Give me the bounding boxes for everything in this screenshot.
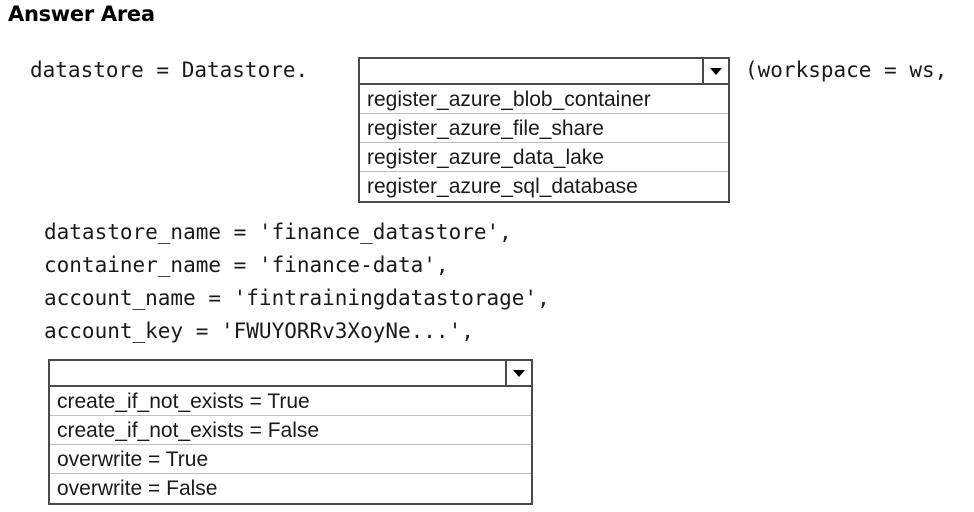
list-item[interactable]: register_azure_data_lake [360, 143, 728, 172]
dropdown-register-method-control[interactable] [358, 57, 730, 85]
dropdown-option-flag-value [50, 361, 505, 385]
page-title: Answer Area [8, 2, 155, 26]
dropdown-option-flag-toggle[interactable] [505, 361, 531, 385]
list-item[interactable]: register_azure_blob_container [360, 85, 728, 114]
code-line-datastore-assignment: datastore = Datastore. [30, 58, 309, 82]
list-item[interactable]: overwrite = False [57, 477, 218, 500]
list-item[interactable]: register_azure_file_share [360, 114, 728, 143]
dropdown-register-method-list: register_azure_blob_container register_a… [358, 85, 730, 203]
list-item[interactable]: create_if_not_exists = False [50, 416, 531, 445]
list-item[interactable]: create_if_not_exists = True [50, 387, 531, 416]
list-item[interactable]: overwrite = True [50, 445, 531, 474]
code-line-container-name: container_name = 'finance-data', [44, 253, 449, 277]
dropdown-option-flag-list: create_if_not_exists = True create_if_no… [48, 387, 533, 505]
dropdown-register-method-toggle[interactable] [702, 59, 728, 83]
chevron-down-icon [513, 369, 525, 377]
code-line-workspace-args: (workspace = ws, [745, 58, 948, 82]
code-line-account-key: account_key = 'FWUYORRv3XoyNe...', [44, 319, 474, 343]
dropdown-register-method[interactable]: register_azure_blob_container register_a… [358, 57, 730, 203]
dropdown-option-flag[interactable]: create_if_not_exists = True create_if_no… [48, 359, 533, 505]
code-line-account-name: account_name = 'fintrainingdatastorage', [44, 286, 550, 310]
dropdown-register-method-value [360, 59, 702, 83]
chevron-down-icon [710, 67, 722, 75]
code-line-datastore-name: datastore_name = 'finance_datastore', [44, 220, 512, 244]
list-item[interactable]: register_azure_sql_database [367, 175, 638, 198]
dropdown-option-flag-control[interactable] [48, 359, 533, 387]
